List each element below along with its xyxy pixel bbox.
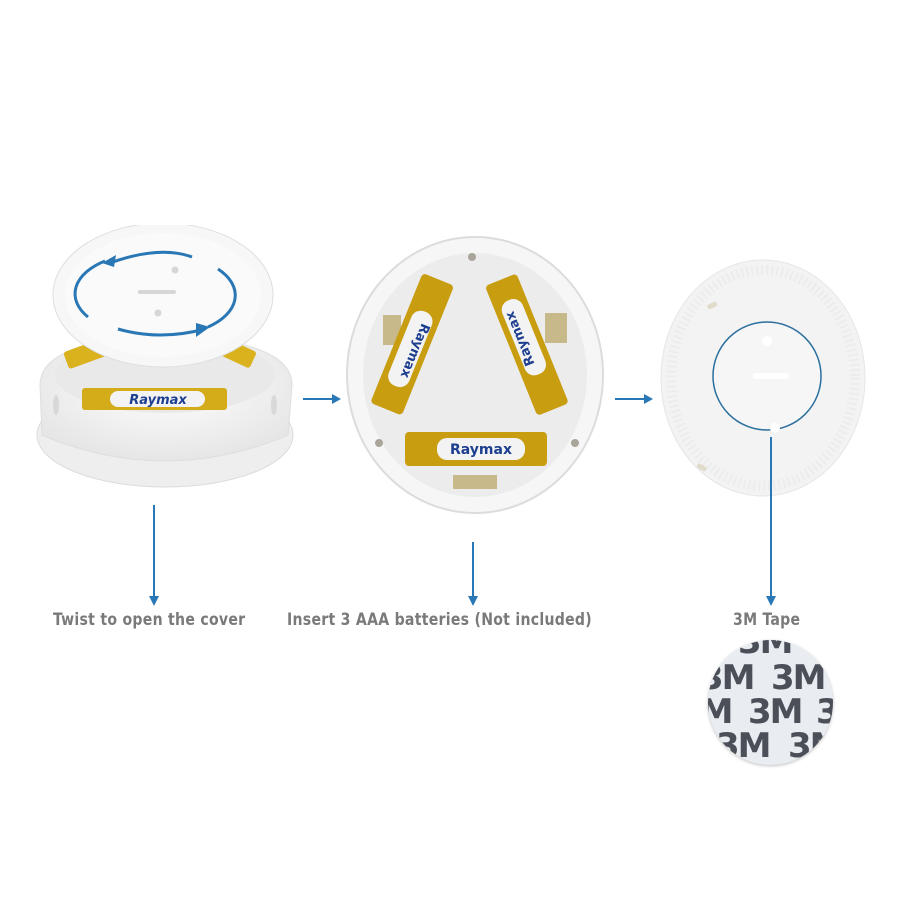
- twist-open-cover-illustration: Raymax: [36, 222, 294, 488]
- tape-marking: 3M: [738, 640, 793, 662]
- tape-marking: 3M: [788, 726, 833, 765]
- step-3-label: 3M Tape: [733, 610, 801, 630]
- step-1-illustration: Raymax: [30, 222, 300, 500]
- down-arrow-icon: [149, 505, 159, 606]
- down-arrow-icon: [766, 437, 776, 606]
- battery-compartment-illustration: Raymax Raymax Raymax: [346, 236, 604, 514]
- tape-marking: 3M: [771, 658, 826, 698]
- svg-text:Raymax: Raymax: [450, 442, 512, 458]
- step-2-label: Insert 3 AAA batteries (Not included): [287, 610, 592, 630]
- tape-marking: 3M: [708, 658, 755, 698]
- svg-text:Raymax: Raymax: [129, 393, 187, 408]
- tape-marking: 3M: [816, 692, 833, 732]
- next-step-arrow-icon: [303, 394, 341, 404]
- tape-marking: 3M: [748, 692, 803, 732]
- step-3-illustration: [655, 255, 875, 500]
- tape-marking: 3M: [716, 726, 771, 765]
- step-2-illustration: Raymax Raymax Raymax: [345, 235, 605, 515]
- down-arrow-icon: [468, 542, 478, 606]
- tape-marking: 3M: [708, 692, 733, 732]
- 3m-tape-disc: 3M 3M 3M 3M 3M 3M 3M 3M: [708, 640, 833, 765]
- step-1-label: Twist to open the cover: [53, 610, 246, 630]
- next-step-arrow-icon: [615, 394, 653, 404]
- mounting-plate-illustration: [660, 259, 866, 497]
